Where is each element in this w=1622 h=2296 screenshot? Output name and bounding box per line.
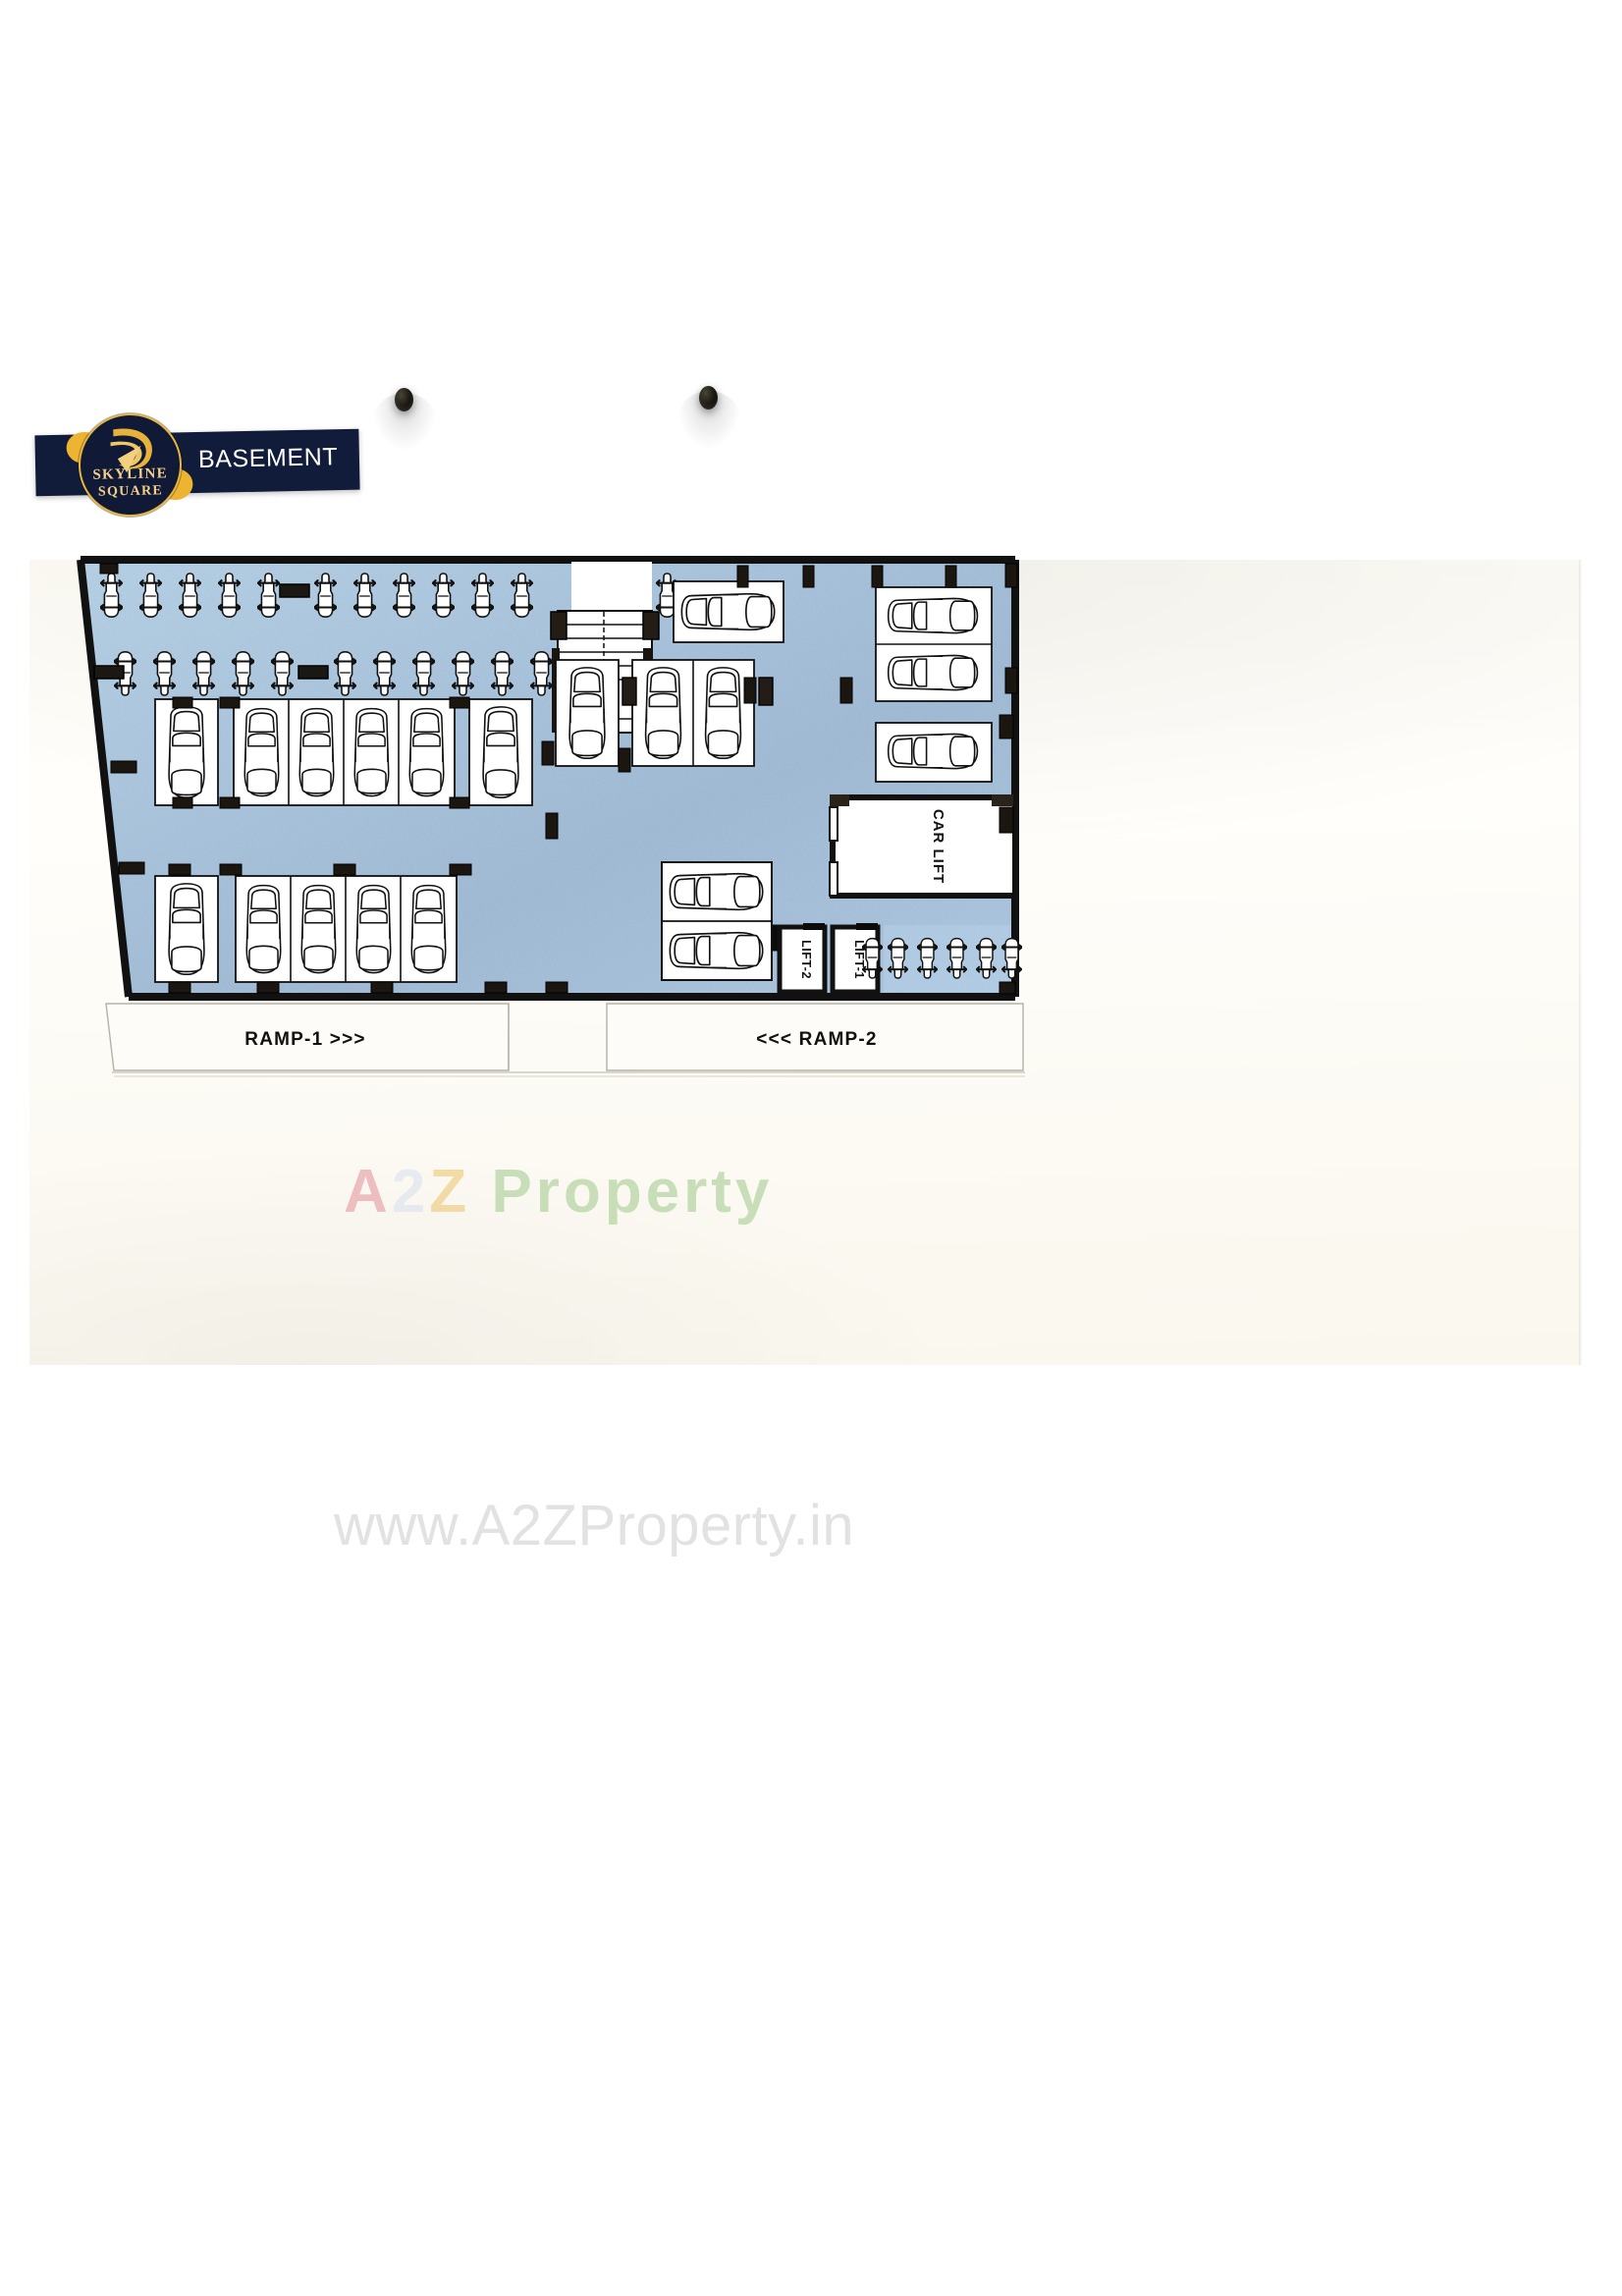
car-bays-left-lower — [154, 875, 458, 983]
two-wheeler-row-bottom-right — [862, 925, 1022, 992]
ramps: RAMP-1 >>> <<< RAMP-2 — [105, 1003, 1025, 1077]
logo-disc: SKYLINE SQUARE — [77, 411, 184, 519]
sheet-title: BASEMENT — [197, 443, 339, 473]
car-bays-left-upper — [154, 698, 533, 806]
two-wheeler-row-second — [93, 652, 553, 695]
scanned-plan-sheet: BASEMENT SKYLINE SQUARE — [29, 386, 1583, 1558]
lift-rooms: LIFT-2 LIFT-1 — [777, 923, 881, 995]
logo-swoosh-icon — [110, 428, 152, 473]
perimeter-walls — [77, 556, 1019, 1001]
car-bays-center-upper — [555, 659, 774, 767]
logo-name-line1: SKYLINE — [92, 465, 169, 483]
structural-columns — [99, 563, 1018, 995]
ramp-2-label: <<< RAMP-2 — [756, 1029, 877, 1050]
page-edge-shadow — [1579, 560, 1583, 1365]
punch-hole-left — [395, 388, 413, 411]
ramp-1-label: RAMP-1 >>> — [244, 1029, 365, 1050]
floor-plan-drawing: CAR LIFT LIFT-2 LIFT-1 — [57, 550, 1039, 1080]
car-lift-room: CAR LIFT — [829, 794, 1018, 899]
two-wheeler-row-top — [100, 572, 678, 619]
car-bays-center-lower — [661, 861, 798, 981]
project-logo: SKYLINE SQUARE — [66, 411, 193, 519]
car-bays-right — [875, 586, 993, 783]
punch-hole-right — [699, 386, 718, 410]
site-watermark: www.A2ZProperty.in — [334, 1494, 855, 1558]
car-lift-label: CAR LIFT — [930, 809, 946, 884]
car-bay-center-top — [673, 580, 784, 643]
logo-name-line2: SQUARE — [97, 483, 164, 500]
lift-2-label: LIFT-2 — [799, 940, 813, 979]
